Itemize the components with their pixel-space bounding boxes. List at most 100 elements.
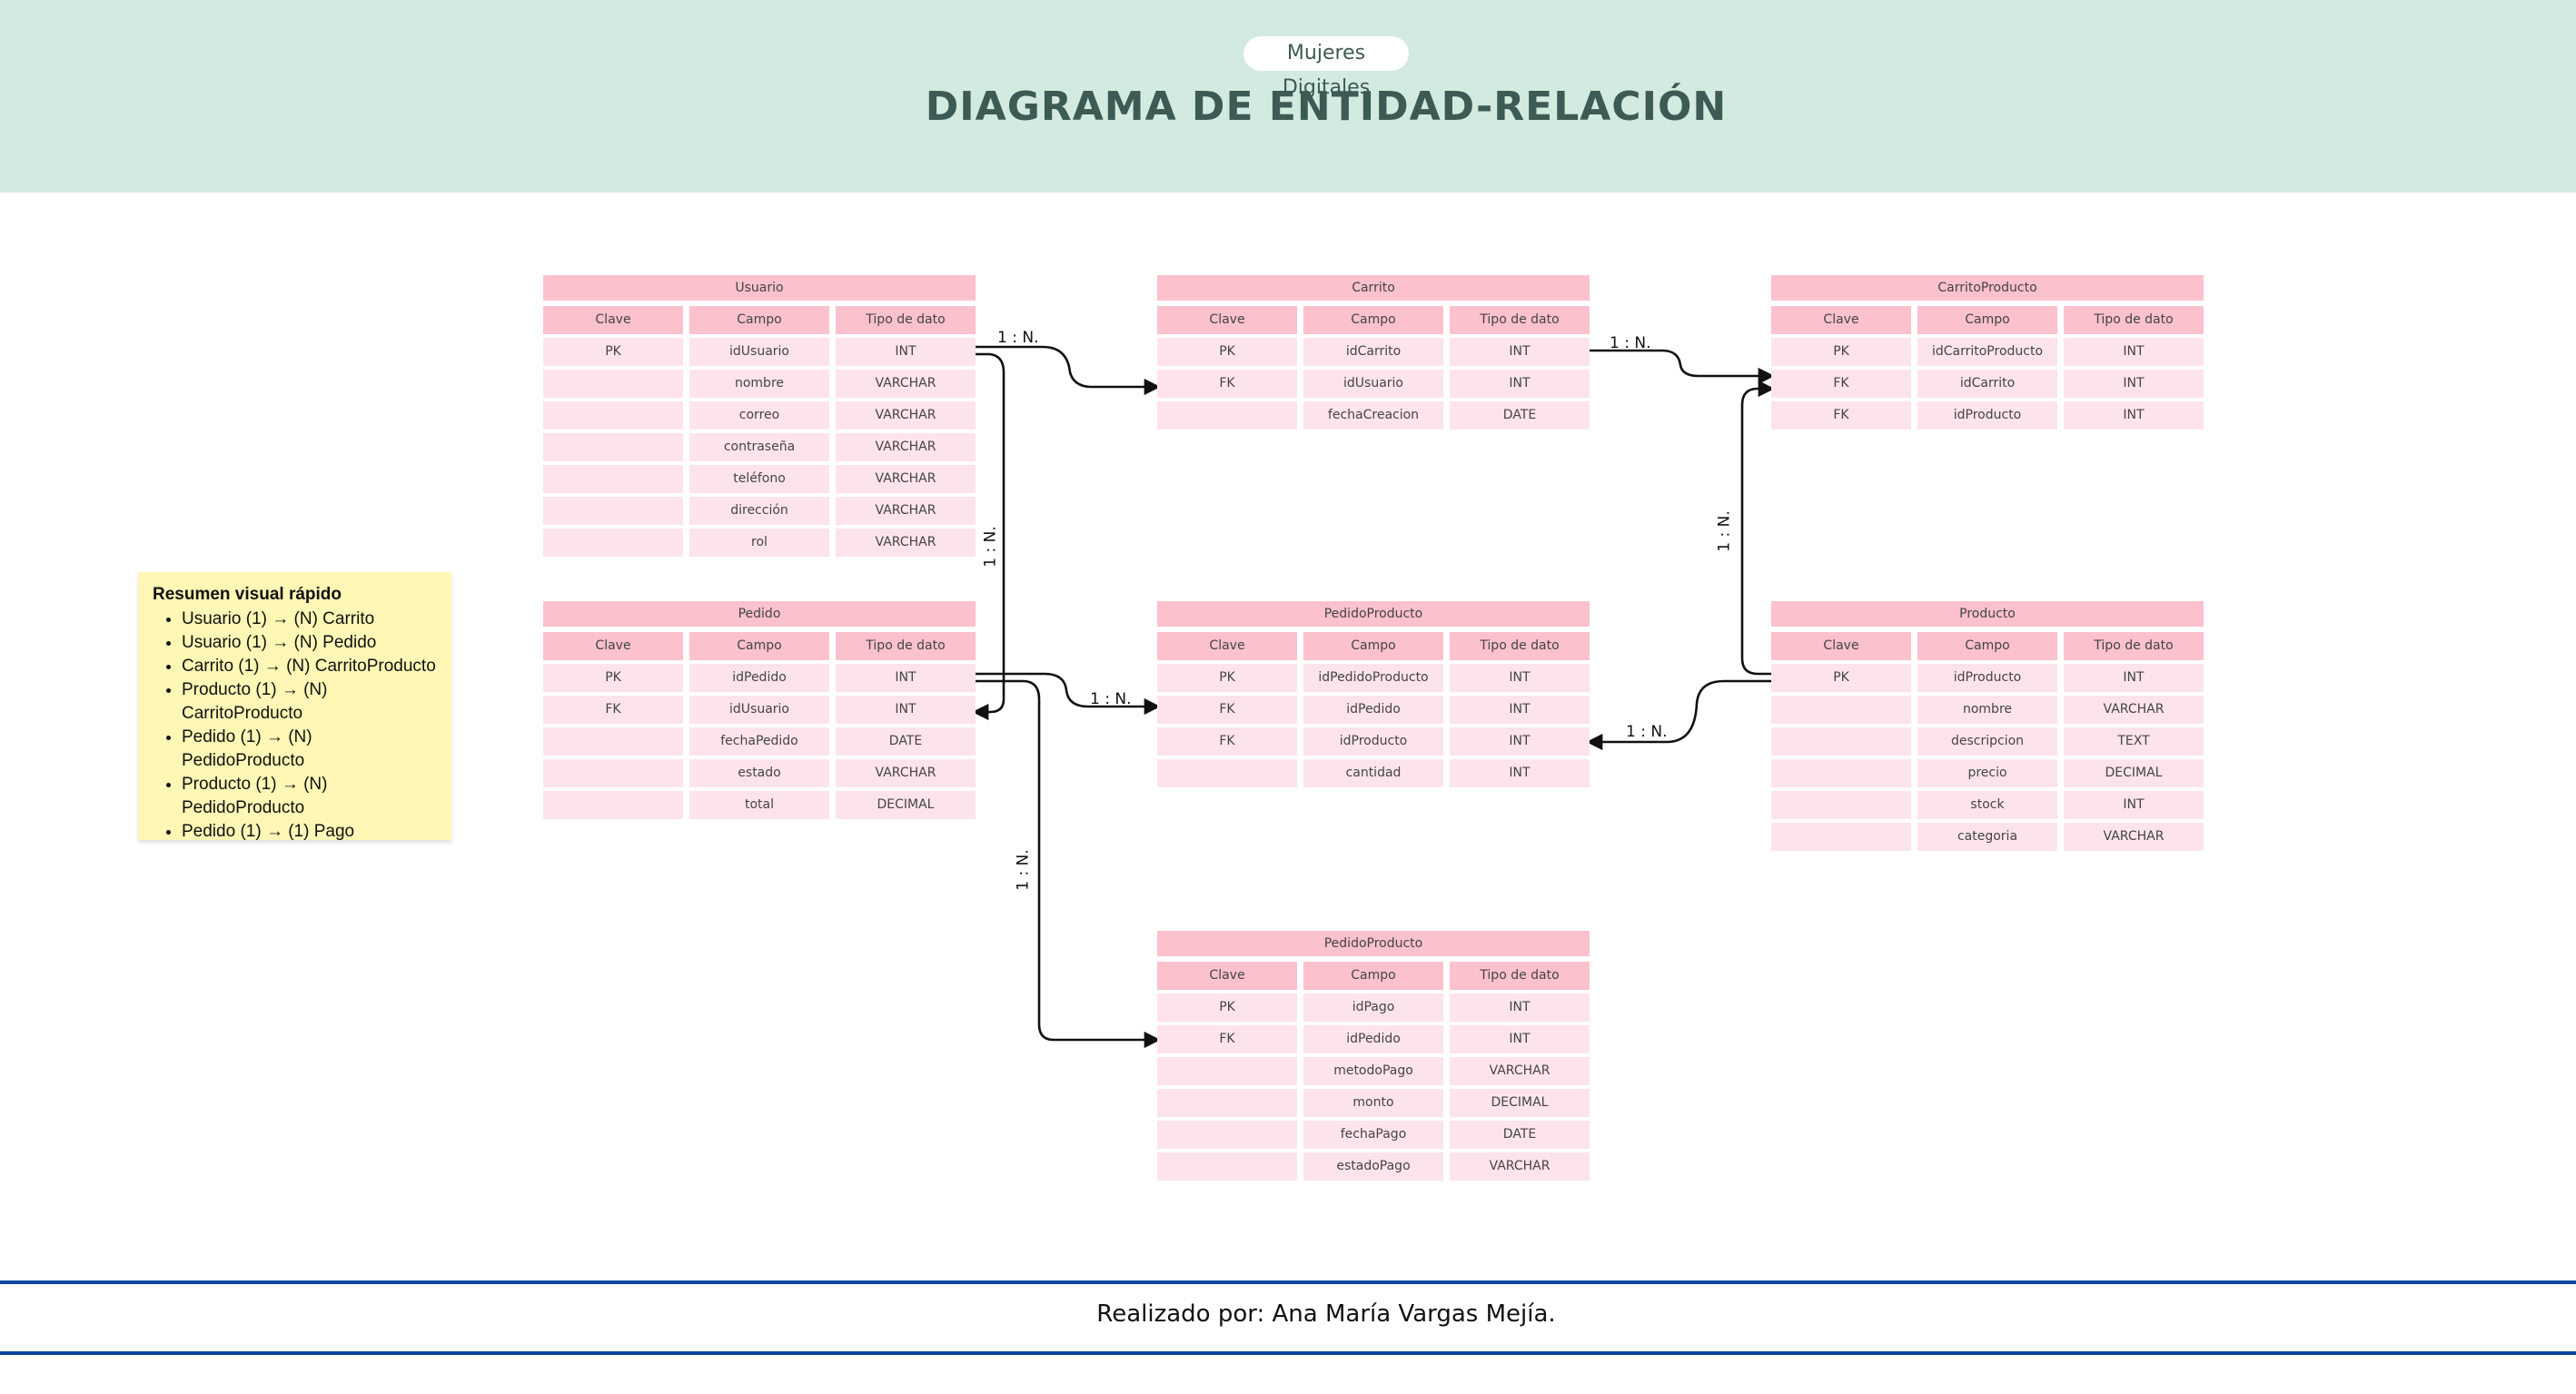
org-badge: Mujeres Digitales bbox=[1243, 36, 1409, 99]
column-header: Clave bbox=[1157, 962, 1297, 990]
type-cell: INT bbox=[1450, 664, 1590, 692]
summary-item: Pedido (1) → (1) Pago bbox=[182, 820, 437, 844]
key-cell bbox=[543, 759, 683, 787]
type-cell: VARCHAR bbox=[836, 529, 976, 557]
field-cell: monto bbox=[1303, 1089, 1443, 1117]
key-cell: PK bbox=[1157, 994, 1297, 1022]
footer-divider-top bbox=[0, 1280, 2576, 1284]
key-cell bbox=[543, 497, 683, 525]
key-cell bbox=[543, 727, 683, 756]
column-header: Tipo de dato bbox=[2064, 306, 2204, 334]
key-cell: FK bbox=[543, 696, 683, 724]
type-cell: VARCHAR bbox=[1450, 1152, 1590, 1181]
key-cell bbox=[543, 370, 683, 398]
key-cell bbox=[1771, 823, 1911, 851]
key-cell: PK bbox=[1157, 664, 1297, 692]
key-cell bbox=[543, 465, 683, 493]
key-cell: PK bbox=[1157, 338, 1297, 366]
summary-item: Usuario (1) → (N) Pedido bbox=[182, 631, 437, 655]
type-cell: DATE bbox=[836, 727, 976, 756]
type-cell: INT bbox=[1450, 370, 1590, 398]
field-cell: metodoPago bbox=[1303, 1057, 1443, 1085]
column-header: Campo bbox=[1917, 306, 2057, 334]
field-cell: idUsuario bbox=[689, 696, 829, 724]
field-cell: precio bbox=[1917, 759, 2057, 787]
summary-list: Usuario (1) → (N) Carrito Usuario (1) → … bbox=[153, 608, 437, 844]
key-cell bbox=[1157, 1057, 1297, 1085]
table-title: PedidoProducto bbox=[1157, 601, 1590, 627]
type-cell: VARCHAR bbox=[2064, 823, 2204, 851]
key-cell: PK bbox=[543, 664, 683, 692]
type-cell: DATE bbox=[1450, 401, 1590, 430]
rel-label-producto-carritoproducto: 1 : N. bbox=[1715, 510, 1734, 552]
column-header: Clave bbox=[543, 632, 683, 660]
field-cell: idProducto bbox=[1303, 727, 1443, 756]
column-header: Clave bbox=[1771, 306, 1911, 334]
type-cell: VARCHAR bbox=[836, 497, 976, 525]
type-cell: INT bbox=[2064, 401, 2204, 430]
type-cell: INT bbox=[1450, 727, 1590, 756]
field-cell: descripcion bbox=[1917, 727, 2057, 756]
field-cell: idProducto bbox=[1917, 401, 2057, 430]
table-title: CarritoProducto bbox=[1771, 275, 2204, 301]
key-cell bbox=[543, 401, 683, 430]
footer-divider-bottom bbox=[0, 1351, 2576, 1355]
column-header: Clave bbox=[1157, 632, 1297, 660]
key-cell bbox=[1157, 401, 1297, 430]
summary-item: Producto (1) → (N) PedidoProducto bbox=[182, 773, 437, 820]
column-header: Clave bbox=[1771, 632, 1911, 660]
table-title: PedidoProducto bbox=[1157, 931, 1590, 956]
type-cell: VARCHAR bbox=[836, 370, 976, 398]
link-producto-carritoproducto bbox=[1740, 380, 1775, 676]
field-cell: dirección bbox=[689, 497, 829, 525]
rel-label-pedido-pago: 1 : N. bbox=[1014, 849, 1033, 891]
column-header: Campo bbox=[1303, 962, 1443, 990]
column-header: Clave bbox=[543, 306, 683, 334]
type-cell: INT bbox=[1450, 1025, 1590, 1053]
type-cell: INT bbox=[2064, 664, 2204, 692]
rel-label-pedido-pedidoproducto: 1 : N. bbox=[1090, 690, 1132, 708]
column-header: Tipo de dato bbox=[836, 306, 976, 334]
type-cell: INT bbox=[2064, 338, 2204, 366]
field-cell: idCarrito bbox=[1917, 370, 2057, 398]
column-header: Tipo de dato bbox=[2064, 632, 2204, 660]
column-header: Clave bbox=[1157, 306, 1297, 334]
key-cell: FK bbox=[1157, 727, 1297, 756]
summary-item: Usuario (1) → (N) Carrito bbox=[182, 608, 437, 631]
column-header: Campo bbox=[1917, 632, 2057, 660]
footer-credit: Realizado por: Ana María Vargas Mejía. bbox=[1096, 1300, 1556, 1328]
key-cell: PK bbox=[543, 338, 683, 366]
type-cell: DECIMAL bbox=[2064, 759, 2204, 787]
field-cell: teléfono bbox=[689, 465, 829, 493]
field-cell: estadoPago bbox=[1303, 1152, 1443, 1181]
link-usuario-carrito bbox=[974, 345, 1161, 396]
key-cell: PK bbox=[1771, 338, 1911, 366]
table-title: Carrito bbox=[1157, 275, 1590, 301]
field-cell: contraseña bbox=[689, 433, 829, 461]
field-cell: cantidad bbox=[1303, 759, 1443, 787]
type-cell: VARCHAR bbox=[836, 759, 976, 787]
link-pedido-pedidoproducto bbox=[974, 672, 1161, 716]
key-cell: FK bbox=[1771, 401, 1911, 430]
link-carrito-carritoproducto bbox=[1588, 349, 1775, 385]
column-header: Tipo de dato bbox=[1450, 632, 1590, 660]
field-cell: fechaCreacion bbox=[1303, 401, 1443, 430]
